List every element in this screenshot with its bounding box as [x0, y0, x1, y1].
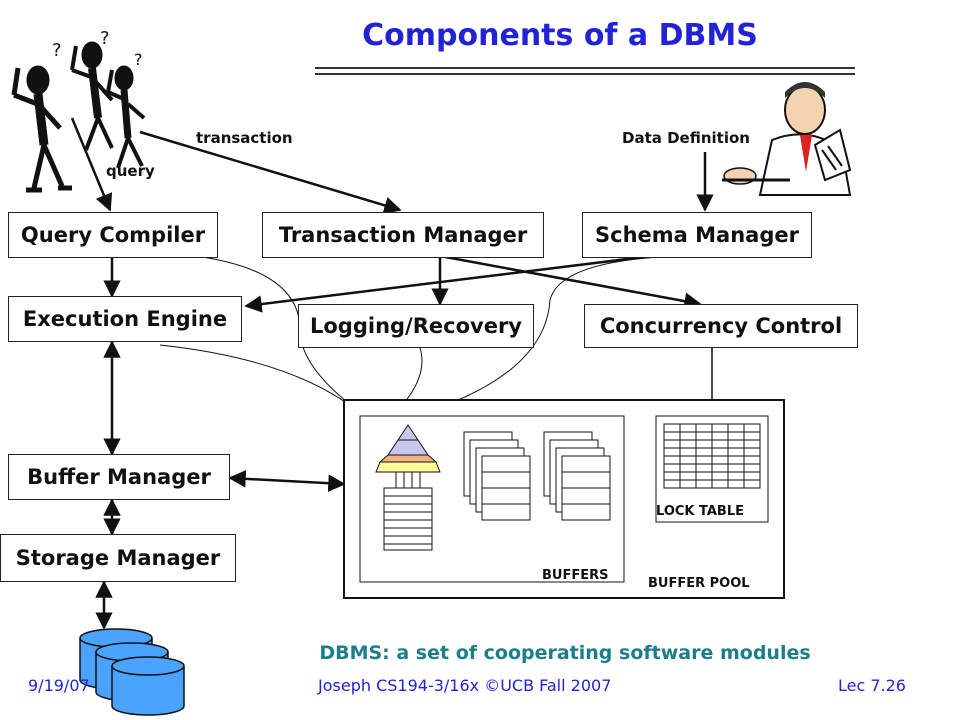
buffers-label: BUFFERS — [542, 568, 609, 583]
buffer-manager-pool-arrow — [228, 470, 346, 492]
transaction-manager-box: Transaction Manager — [262, 212, 544, 258]
slide-caption: DBMS: a set of cooperating software modu… — [319, 642, 811, 664]
page-stack-1 — [463, 431, 531, 521]
page-stack-2 — [543, 431, 611, 521]
query-arrow — [70, 117, 113, 212]
engine-curve-arrow — [159, 344, 367, 419]
admin-clipart — [722, 82, 852, 196]
index-pyramid-icon — [375, 424, 441, 551]
concurrency-control-box: Concurrency Control — [584, 304, 858, 348]
logging-recovery-box: Logging/Recovery — [298, 304, 534, 348]
stick-figure-3 — [106, 65, 146, 169]
disk-stack-icon — [79, 628, 185, 716]
schema-manager-box: Schema Manager — [582, 212, 812, 258]
stick-figure-1 — [11, 65, 72, 193]
buffer-manager-box: Buffer Manager — [8, 454, 230, 500]
stick-figure-2 — [70, 41, 114, 151]
slide-title: Components of a DBMS — [362, 18, 758, 53]
execution-engine-box: Execution Engine — [8, 296, 242, 342]
schema-curve-arrow — [399, 255, 681, 422]
title-rule-bottom — [315, 73, 855, 75]
lock-table-label: LOCK TABLE — [656, 504, 745, 519]
question-mark-3: ? — [134, 50, 143, 69]
transaction-arrow — [139, 130, 402, 214]
footer-lecture: Lec 7.26 — [838, 676, 906, 695]
transaction-label: transaction — [196, 129, 293, 147]
footer-date: 9/19/07 — [28, 676, 90, 695]
lock-table-grid — [663, 423, 761, 489]
data-definition-label: Data Definition — [622, 129, 750, 147]
users-clipart — [11, 41, 146, 193]
storage-manager-box: Storage Manager — [0, 534, 236, 582]
footer-course: Joseph CS194-3/16x ©UCB Fall 2007 — [318, 676, 612, 695]
question-mark-1: ? — [52, 40, 62, 61]
question-mark-2: ? — [100, 28, 110, 49]
query-compiler-box: Query Compiler — [8, 212, 218, 258]
title-rule-top — [315, 67, 855, 69]
tm-to-concurrency-arrow — [439, 254, 702, 310]
schema-to-engine-arrow — [244, 252, 669, 313]
query-label: query — [106, 162, 155, 180]
buffer-pool-label: BUFFER POOL — [648, 576, 750, 591]
